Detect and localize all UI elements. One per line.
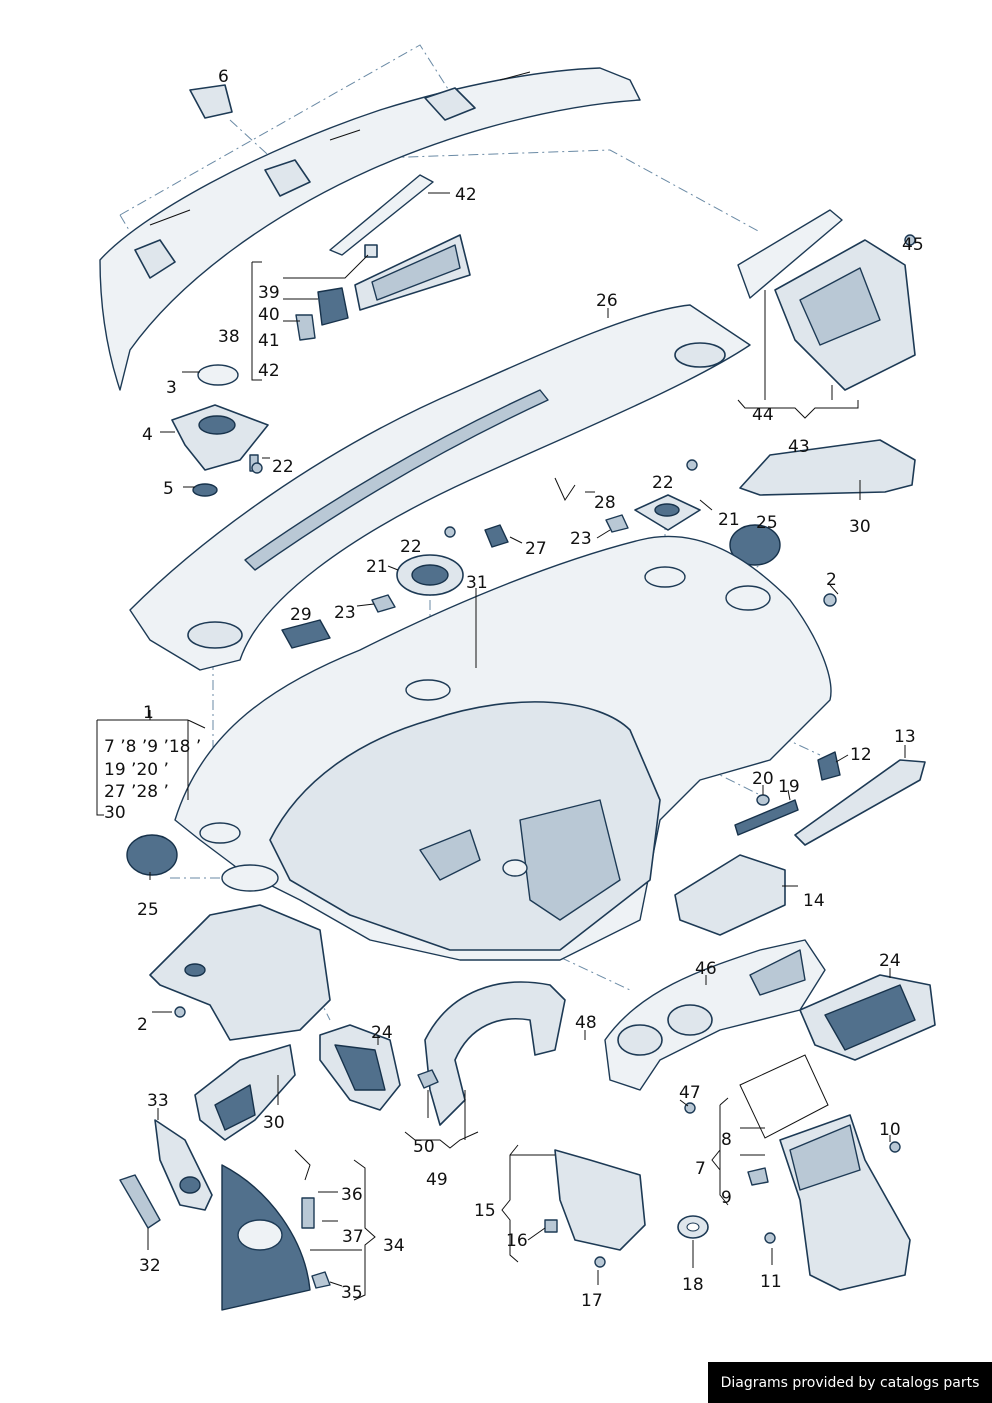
callout-41: 41 [258, 331, 280, 351]
callout-23-right: 23 [570, 529, 592, 549]
callout-25-right: 25 [756, 513, 778, 533]
callout-21-center: 21 [366, 557, 388, 577]
callout-18: 18 [682, 1275, 704, 1295]
callout-25-left: 25 [137, 900, 159, 920]
screws [174, 234, 916, 1268]
callout-2-left: 2 [137, 1015, 148, 1035]
dashboard-top-cover [129, 304, 751, 671]
callout-38: 38 [218, 327, 240, 347]
callout-3: 3 [166, 378, 177, 398]
callout-labels: 6 42 39 40 38 41 42 26 45 3 4 22 5 44 43… [104, 67, 924, 1311]
callout-19-20: 19 ’20 ’ [104, 760, 169, 780]
callout-50: 50 [413, 1137, 435, 1157]
defroster-frame [329, 174, 471, 311]
callout-22-left: 22 [272, 457, 294, 477]
center-console [739, 1054, 911, 1291]
callout-43: 43 [788, 437, 810, 457]
vent-24-left [319, 1024, 401, 1111]
speaker-center-group [126, 477, 781, 876]
callout-24-left: 24 [371, 1023, 393, 1043]
callout-14: 14 [803, 891, 825, 911]
callout-24-right: 24 [879, 951, 901, 971]
callout-39: 39 [258, 283, 280, 303]
callout-13: 13 [894, 727, 916, 747]
callout-7: 7 [695, 1159, 706, 1179]
dashboard-main-body [174, 535, 832, 961]
triangle-cover-34 [221, 1149, 331, 1311]
callout-44: 44 [752, 405, 774, 425]
callout-8: 8 [721, 1130, 732, 1150]
callout-16: 16 [506, 1231, 528, 1251]
callout-46: 46 [695, 959, 717, 979]
air-duct-44 [737, 209, 916, 391]
callout-21-right: 21 [718, 510, 740, 530]
callout-22-center: 22 [400, 537, 422, 557]
callout-12: 12 [850, 745, 872, 765]
windscreen-cross-member [99, 67, 641, 391]
callout-27: 27 [525, 539, 547, 559]
callout-20: 20 [752, 769, 774, 789]
credit-banner: Diagrams provided by catalogs parts [708, 1362, 992, 1403]
callout-17: 17 [581, 1291, 603, 1311]
callout-11: 11 [760, 1272, 782, 1292]
instrument-cluster-46 [604, 939, 936, 1091]
callout-5: 5 [163, 479, 174, 499]
callout-6: 6 [218, 67, 229, 87]
callout-26: 26 [596, 291, 618, 311]
callout-42-bottom: 42 [258, 361, 280, 381]
trim-32-33 [119, 1119, 213, 1229]
callout-30-bracket: 30 [104, 803, 126, 823]
callout-31: 31 [466, 573, 488, 593]
callout-1: 1 [143, 703, 154, 723]
callout-30-lower: 30 [263, 1113, 285, 1133]
callout-34: 34 [383, 1236, 405, 1256]
callout-4: 4 [142, 425, 153, 445]
clips-38-41 [295, 244, 378, 341]
vent-30-lower [194, 1044, 296, 1141]
callout-35: 35 [341, 1283, 363, 1303]
callout-15: 15 [474, 1201, 496, 1221]
speaker-left [171, 364, 269, 497]
callout-27-28: 27 ’28 ’ [104, 782, 169, 802]
callout-10: 10 [879, 1120, 901, 1140]
callout-48: 48 [575, 1013, 597, 1033]
callout-45: 45 [902, 235, 924, 255]
callout-47: 47 [679, 1083, 701, 1103]
callout-33: 33 [147, 1091, 169, 1111]
steering-column-bracket [149, 904, 331, 1041]
callout-36: 36 [341, 1185, 363, 1205]
column-shroud-49 [417, 981, 566, 1126]
callout-19: 19 [778, 777, 800, 797]
right-trim-parts [674, 751, 926, 936]
callout-37: 37 [342, 1227, 364, 1247]
callout-22-right: 22 [652, 473, 674, 493]
callout-9: 9 [721, 1188, 732, 1208]
callout-42-top: 42 [455, 185, 477, 205]
callout-29: 29 [290, 605, 312, 625]
ring-18 [677, 1215, 709, 1239]
callout-49: 49 [426, 1170, 448, 1190]
callout-28: 28 [594, 493, 616, 513]
leader-lines [96, 192, 906, 1301]
callout-2-right: 2 [826, 570, 837, 590]
bracket-15 [544, 1149, 646, 1251]
side-duct-43 [739, 439, 916, 496]
callout-40: 40 [258, 305, 280, 325]
callout-23-center: 23 [334, 603, 356, 623]
credit-text: Diagrams provided by catalogs parts [720, 1374, 980, 1391]
callout-32: 32 [139, 1256, 161, 1276]
callout-30-right: 30 [849, 517, 871, 537]
callout-7-8-9-18: 7 ’8 ’9 ’18 ’ [104, 737, 201, 757]
